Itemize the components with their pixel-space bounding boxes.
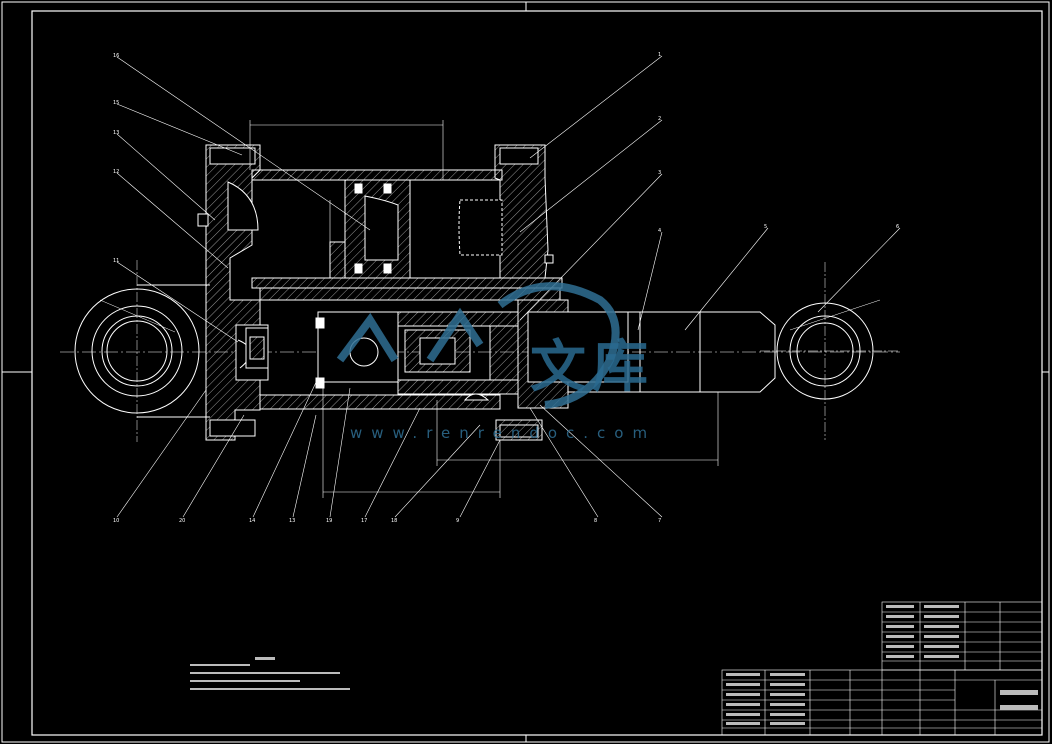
balloon-11: 11 bbox=[113, 258, 119, 264]
balloon-17: 17 bbox=[361, 518, 367, 524]
balloon-13b: 13 bbox=[289, 518, 295, 524]
balloon-3: 3 bbox=[658, 170, 661, 176]
left-rod-eye bbox=[74, 260, 210, 442]
left-end-cap bbox=[197, 144, 269, 441]
watermark-logo bbox=[336, 282, 620, 409]
cylinder-barrel bbox=[251, 169, 563, 410]
balloon-12: 12 bbox=[113, 169, 119, 175]
balloon-labels-bottom: 10 20 14 13 19 17 18 9 8 7 bbox=[113, 518, 661, 524]
balloon-9: 9 bbox=[456, 518, 459, 524]
balloon-16: 16 bbox=[113, 53, 119, 59]
dimensions bbox=[249, 120, 719, 498]
watermark-cn: 文库 bbox=[530, 334, 654, 400]
balloon-14: 14 bbox=[249, 518, 255, 524]
balloon-8: 8 bbox=[594, 518, 597, 524]
balloon-7: 7 bbox=[658, 518, 661, 524]
balloon-13: 13 bbox=[113, 130, 119, 136]
balloon-10: 10 bbox=[113, 518, 119, 524]
title-block bbox=[721, 601, 1043, 736]
balloon-4: 4 bbox=[658, 228, 661, 234]
watermark-url: www.renrendoc.com bbox=[350, 424, 657, 442]
piston bbox=[329, 179, 411, 279]
title-block-texture bbox=[190, 605, 1038, 725]
leader-lines bbox=[116, 55, 901, 518]
right-end-cap bbox=[458, 144, 554, 279]
balloon-6: 6 bbox=[896, 224, 899, 230]
piston-rod bbox=[245, 299, 776, 441]
right-rod-eye bbox=[760, 262, 900, 440]
balloon-1: 1 bbox=[658, 52, 661, 58]
balloon-20: 20 bbox=[179, 518, 185, 524]
balloon-15: 15 bbox=[113, 100, 119, 106]
balloon-2: 2 bbox=[658, 116, 661, 122]
balloon-19: 19 bbox=[326, 518, 332, 524]
balloon-labels-top: 16 15 13 12 11 1 2 3 4 5 6 bbox=[113, 52, 899, 264]
balloon-18: 18 bbox=[391, 518, 397, 524]
balloon-5: 5 bbox=[764, 224, 767, 230]
